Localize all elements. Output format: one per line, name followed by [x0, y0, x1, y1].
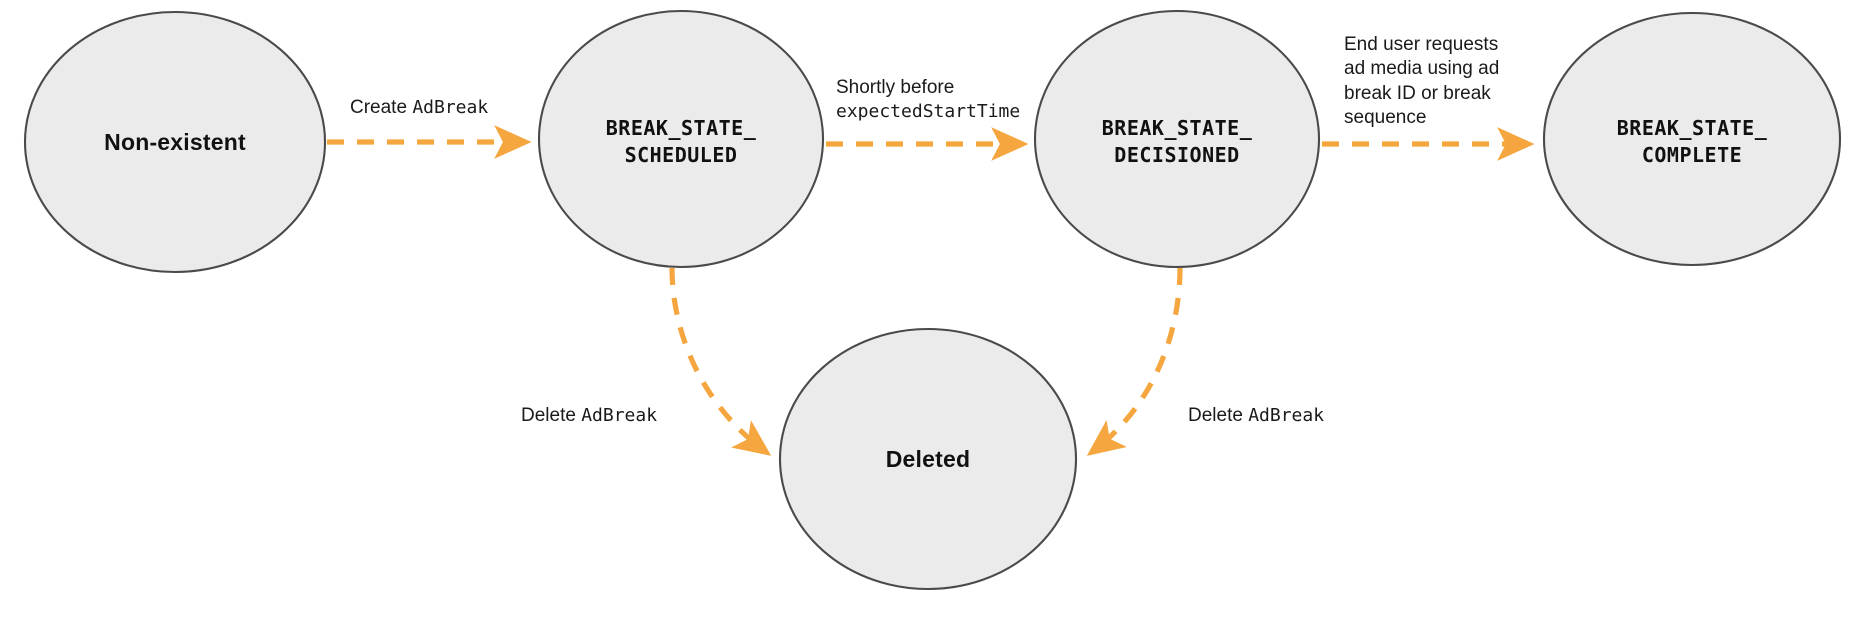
- edge-label-line: Create AdBreak: [350, 96, 488, 120]
- edge-delete-adbreak-scheduled: [669, 267, 772, 456]
- edge-label-text: Shortly before: [836, 77, 955, 98]
- edge-label-create-adbreak: Create AdBreak: [350, 96, 488, 120]
- edge-label-text: End user requests: [1344, 34, 1499, 55]
- edge-label-text: Create: [350, 97, 413, 118]
- edge-label-line: ad media using ad: [1344, 57, 1499, 81]
- node-break-state-scheduled[interactable]: [537, 9, 825, 269]
- edge-label-line: sequence: [1344, 106, 1499, 130]
- edge-label-line: Shortly before: [836, 76, 1020, 100]
- node-break-state-complete[interactable]: [1542, 11, 1842, 267]
- edge-label-line: expectedStartTime: [836, 100, 1020, 124]
- edge-label-delete-adbreak-scheduled: Delete AdBreak: [521, 404, 657, 428]
- edge-label-end-user-requests-ad-media: End user requests ad media using ad brea…: [1344, 33, 1499, 130]
- edge-label-shortly-before-expected-start-time: Shortly before expectedStartTime: [836, 76, 1020, 125]
- edge-label-line: Delete AdBreak: [521, 404, 657, 428]
- node-break-state-decisioned[interactable]: [1033, 9, 1321, 269]
- edge-label-text: Delete: [521, 405, 582, 426]
- node-non-existent[interactable]: [23, 10, 327, 274]
- edge-label-text: break ID or break: [1344, 82, 1491, 104]
- edge-label-text: ad media using ad: [1344, 58, 1500, 80]
- edge-label-code: AdBreak: [1248, 405, 1325, 426]
- edge-label-line: Delete AdBreak: [1188, 404, 1324, 428]
- edge-delete-adbreak-decisioned: [1086, 267, 1183, 456]
- edge-label-line: break ID or break: [1344, 82, 1499, 106]
- edge-label-text: sequence: [1344, 106, 1427, 128]
- node-deleted[interactable]: [778, 327, 1078, 591]
- edge-label-code: expectedStartTime: [836, 101, 1021, 123]
- edge-label-line: End user requests: [1344, 33, 1499, 57]
- edge-label-delete-adbreak-decisioned: Delete AdBreak: [1188, 404, 1324, 428]
- edge-label-code: AdBreak: [412, 97, 489, 118]
- edge-label-code: AdBreak: [581, 405, 658, 426]
- edge-label-text: Delete: [1188, 405, 1249, 426]
